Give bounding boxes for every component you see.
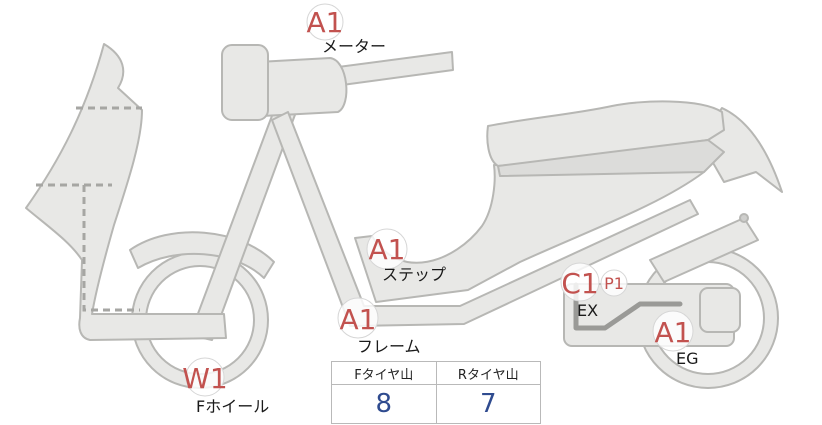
- front-wheel-grade: W1: [182, 362, 228, 395]
- frame-label: フレーム: [357, 337, 421, 356]
- front-wheel-label: Fホイール: [196, 397, 269, 416]
- tread-table-header-row: Fタイヤ山 Rタイヤ山: [331, 361, 541, 385]
- exhaust-grade: C1: [561, 267, 598, 300]
- meter-marker: A1 メーター: [306, 3, 386, 56]
- meter-label: メーター: [322, 37, 386, 56]
- tread-table-value-row: 8 7: [331, 384, 541, 424]
- rear-tire-header: Rタイヤ山: [435, 361, 541, 385]
- step-floor: [354, 159, 705, 303]
- shield-dashed-lower: [36, 183, 140, 312]
- exhaust-sub-grade: P1: [604, 274, 624, 293]
- seat-base: [497, 139, 725, 177]
- frame-tube: [271, 111, 699, 327]
- front-wheel-marker: W1 Fホイール: [182, 357, 269, 416]
- meter-grade: A1: [307, 6, 344, 39]
- step-grade: A1: [369, 233, 406, 266]
- frame-marker: A1 フレーム: [337, 297, 421, 356]
- engine-marker: A1 EG: [652, 310, 699, 368]
- front-tire-value: 8: [331, 384, 437, 424]
- frame-grade: A1: [340, 303, 377, 336]
- headlight-unit: [221, 44, 348, 121]
- step-marker: A1 ステップ: [366, 228, 446, 284]
- step-label: ステップ: [382, 265, 446, 284]
- exhaust-label: EX: [577, 301, 598, 320]
- seat: [486, 100, 725, 167]
- front-tire-header: Fタイヤ山: [331, 361, 437, 385]
- exhaust-marker: C1 P1 EX: [560, 262, 628, 320]
- engine-unit: [649, 213, 759, 333]
- engine-label: EG: [676, 349, 699, 368]
- tire-tread-table: Fタイヤ山 Rタイヤ山 8 7: [331, 361, 541, 424]
- rear-tire-value: 7: [435, 384, 541, 424]
- engine-grade: A1: [655, 316, 692, 349]
